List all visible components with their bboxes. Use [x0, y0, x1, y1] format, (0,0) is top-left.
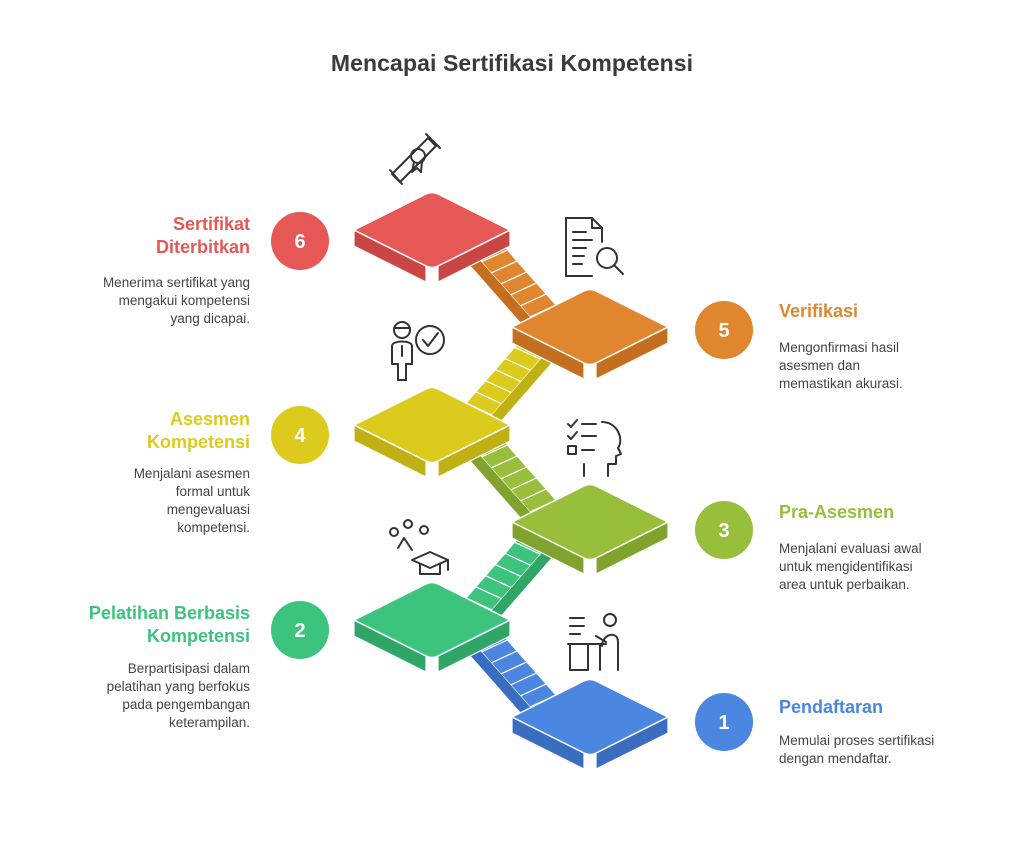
- page-title: Mencapai Sertifikasi Kompetensi: [330, 50, 694, 76]
- platform-step-2: [352, 581, 512, 673]
- number-badge-5: 5: [695, 301, 753, 359]
- number-badge-text: 6: [294, 231, 305, 253]
- stair-wall: [462, 630, 530, 723]
- stair-wall: [492, 337, 560, 431]
- platform-step-6: [352, 191, 512, 283]
- document-search-icon: [565, 217, 624, 277]
- step-4-description: Menjalani asesmen formal untuk mengevalu…: [133, 466, 250, 535]
- step-3-description: Menjalani evaluasi awal untuk mengidenti…: [779, 541, 922, 592]
- step-1-description: Memulai proses sertifikasi dengan mendaf…: [779, 733, 935, 766]
- number-badge-3: 3: [695, 501, 753, 559]
- stair-wall: [462, 435, 530, 528]
- platform-top: [510, 678, 670, 756]
- person-check-icon: [391, 321, 445, 381]
- diploma-icon: [389, 133, 441, 185]
- step-2-title: Pelatihan Berbasis Kompetensi: [88, 603, 250, 646]
- step-3-title: Pra-Asesmen: [779, 502, 895, 522]
- number-badge-6: 6: [271, 212, 329, 270]
- number-badge-2: 2: [271, 601, 329, 659]
- checklist-head-icon: [567, 419, 622, 477]
- number-badge-text: 2: [294, 620, 305, 642]
- stair-wall: [462, 240, 530, 333]
- platform-step-1: [510, 678, 670, 770]
- number-badge-1: 1: [695, 693, 753, 751]
- number-circles: 1 2 3 4 5 6: [271, 212, 753, 751]
- desk-person-icon: [567, 613, 619, 671]
- platform-step-3: [510, 483, 670, 575]
- number-badge-text: 4: [294, 425, 306, 447]
- platform-top: [510, 483, 670, 561]
- step-6-title: Sertifikat Diterbitkan: [155, 214, 250, 257]
- step-6-description: Menerima sertifikat yang mengakui kompet…: [102, 275, 250, 326]
- number-badge-text: 3: [718, 520, 729, 542]
- platform-top: [352, 581, 512, 659]
- number-badge-text: 1: [718, 712, 729, 734]
- stair-wall: [492, 532, 560, 626]
- number-badge-text: 5: [718, 320, 729, 342]
- stair-platforms: [352, 191, 670, 770]
- step-2-description: Berpartisipasi dalam pelatihan yang berf…: [106, 661, 250, 730]
- step-4-title: Asesmen Kompetensi: [146, 409, 250, 452]
- platform-step-5: [510, 288, 670, 380]
- step-5-description: Mengonfirmasi hasil asesmen dan memastik…: [779, 340, 903, 391]
- step-5-title: Verifikasi: [779, 301, 859, 321]
- platform-step-4: [352, 386, 512, 478]
- graduation-ideas-icon: [389, 519, 449, 575]
- step-1-title: Pendaftaran: [779, 697, 884, 717]
- platform-top: [510, 288, 670, 366]
- platform-top: [352, 386, 512, 464]
- platform-top: [352, 191, 512, 269]
- number-badge-4: 4: [271, 406, 329, 464]
